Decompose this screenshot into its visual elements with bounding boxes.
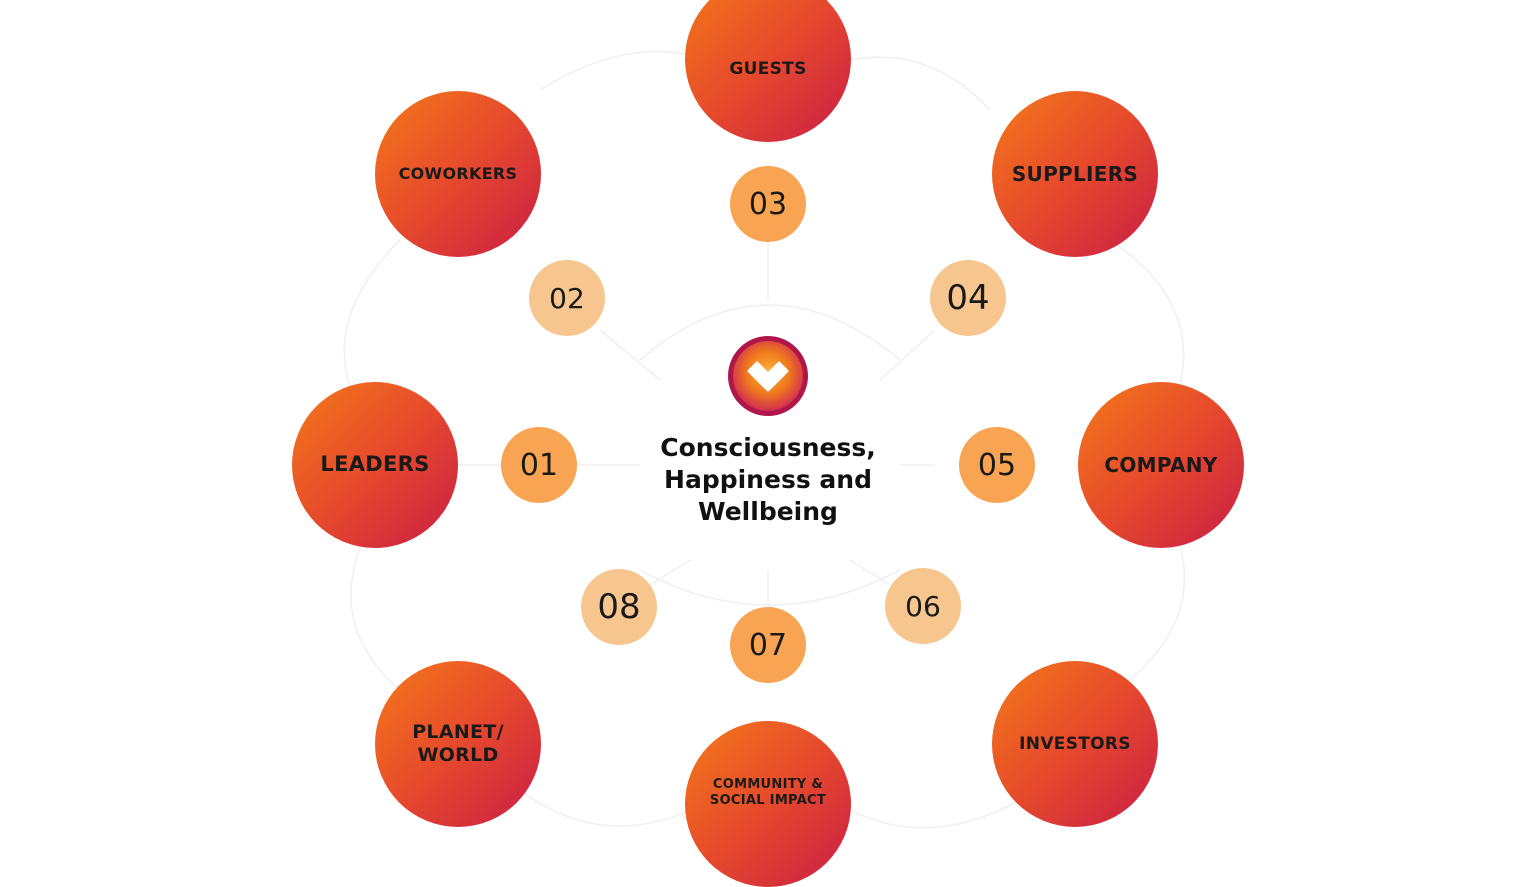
stakeholder-label: PLANET/ WORLD <box>412 721 504 766</box>
stakeholder-label: GUESTS <box>729 58 807 79</box>
stakeholder-leaders: LEADERS <box>292 382 458 548</box>
stakeholder-label: INVESTORS <box>1019 733 1131 754</box>
number-badge-04: 04 <box>930 260 1006 336</box>
ring-arc <box>1109 239 1185 386</box>
ring-arc <box>849 56 991 111</box>
stakeholder-community: COMMUNITY & SOCIAL IMPACT <box>685 721 851 887</box>
stakeholder-investors: INVESTORS <box>992 661 1158 827</box>
ring-arc <box>1129 544 1186 681</box>
stakeholder-diagram: GUESTS COWORKERS SUPPLIERS LEADERS COMPA… <box>292 0 1244 887</box>
number-badge-02: 02 <box>529 260 605 336</box>
stakeholder-label: LEADERS <box>320 452 430 477</box>
stakeholder-label: COMMUNITY & SOCIAL IMPACT <box>709 777 827 808</box>
stakeholder-coworkers: COWORKERS <box>375 91 541 257</box>
stakeholder-planet: PLANET/ WORLD <box>375 661 541 827</box>
number-badge-07: 07 <box>730 607 806 683</box>
number-badge-01: 01 <box>501 427 577 503</box>
stakeholder-guests: GUESTS <box>685 0 851 142</box>
ring-arc <box>849 799 1021 829</box>
inner-arc <box>639 569 901 606</box>
connector-lines <box>343 50 1186 829</box>
spoke-line <box>849 559 891 586</box>
inner-arc <box>639 304 901 361</box>
stakeholder-company: COMPANY <box>1078 382 1244 548</box>
stakeholder-suppliers: SUPPLIERS <box>992 91 1158 257</box>
stakeholder-label: SUPPLIERS <box>1011 162 1139 186</box>
ring-arc <box>519 789 691 827</box>
number-badge-06: 06 <box>885 568 961 644</box>
stakeholder-label: COWORKERS <box>398 164 518 184</box>
number-badge-05: 05 <box>959 427 1035 503</box>
ring-arc <box>343 239 401 401</box>
spoke-line <box>879 329 936 381</box>
spoke-line <box>599 329 661 381</box>
spoke-line <box>649 559 691 586</box>
number-badge-03: 03 <box>730 166 806 242</box>
number-badge-08: 08 <box>581 569 657 645</box>
ring-arc <box>539 50 691 91</box>
heart-chevron-logo-icon <box>728 336 808 416</box>
ring-arc <box>350 547 401 691</box>
center-title: Consciousness, Happiness and Wellbeing <box>660 433 876 526</box>
stakeholder-label: COMPANY <box>1104 453 1218 477</box>
